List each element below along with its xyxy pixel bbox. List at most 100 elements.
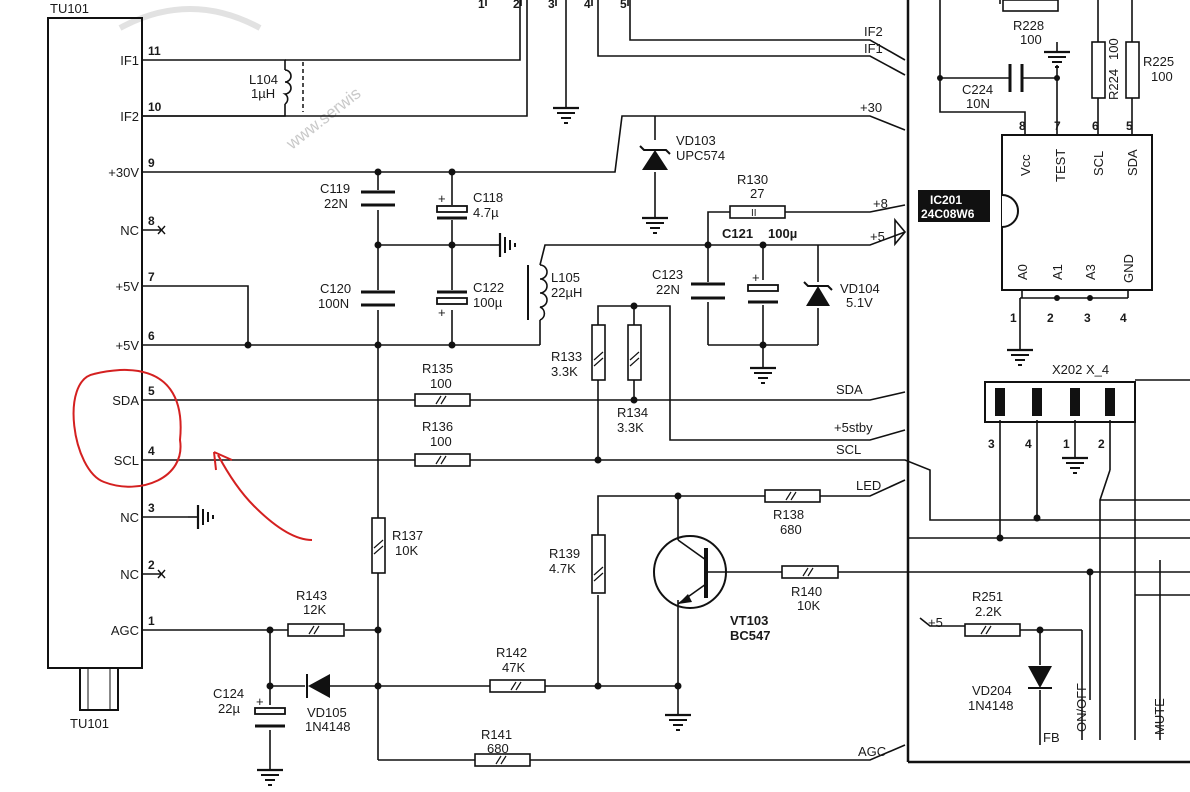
diode-vd204: VD204 1N4148 (968, 666, 1052, 713)
mainboard-outline (906, 0, 1190, 764)
capacitor-c120: C120 100N (318, 281, 395, 311)
ic201-pin-name: TEST (1053, 149, 1068, 182)
ground-c124 (255, 758, 285, 787)
tuner-pin-name: NC (120, 567, 139, 582)
x202-pin-number: 3 (988, 437, 995, 451)
vd104-ref: VD104 (840, 281, 880, 296)
capacitor-c123: C123 22N (652, 267, 725, 300)
c124-value: 22µ (218, 701, 240, 716)
diode-vd105: VD105 1N4148 (305, 674, 351, 734)
capacitor-c121: + (747, 270, 779, 304)
tuner-bottom-label: TU101 (70, 716, 109, 731)
top-connector-pin: 1 (478, 0, 485, 11)
tuner-pin-name: SDA (112, 393, 139, 408)
svg-text:+: + (438, 191, 446, 206)
r135-value: 100 (430, 376, 452, 391)
c119-value: 22N (324, 196, 348, 211)
vt103-ref: VT103 (730, 613, 768, 628)
c122-value: 100µ (473, 295, 503, 310)
c122-ref: C122 (473, 280, 504, 295)
r142-ref: R142 (496, 645, 527, 660)
tuner-pin-name: +5V (116, 279, 140, 294)
r228-value: 100 (1020, 32, 1042, 47)
tuner-pin-name: +30V (108, 165, 139, 180)
c224-ref: C224 (962, 82, 993, 97)
nc-marks (142, 225, 188, 579)
tuner-pin-name: IF2 (120, 109, 139, 124)
c120-ref: C120 (320, 281, 351, 296)
tuner-pin-name: +5V (116, 338, 140, 353)
resistor-r228 (1002, 0, 1059, 12)
ic201-pin-number: 5 (1126, 119, 1133, 133)
net-p8: +8 (873, 196, 888, 211)
svg-text:+: + (256, 694, 264, 709)
r251-ref: R251 (972, 589, 1003, 604)
tuner-pin-name: NC (120, 510, 139, 525)
watermark: www.serwis (282, 84, 364, 154)
tuner-pin-name: NC (120, 223, 139, 238)
junction-dots (244, 168, 767, 690)
r138-ref: R138 (773, 507, 804, 522)
resistor-r130: II R130 27 (729, 172, 786, 219)
r138-value: 680 (780, 522, 802, 537)
c121-value: 100µ (768, 226, 797, 241)
net-led: LED (856, 478, 881, 493)
tuner-title: TU101 (50, 1, 89, 16)
r143-ref: R143 (296, 588, 327, 603)
net-sda: SDA (836, 382, 863, 397)
wires (142, 0, 1190, 761)
top-connector-pin: 5 (620, 0, 627, 11)
ground-top-connector (551, 96, 581, 125)
svg-text:+: + (438, 305, 446, 320)
inductor-l105: L105 22µH (527, 264, 582, 321)
resistor-r133: R133 3.3K (551, 324, 606, 381)
r142-value: 47K (502, 660, 525, 675)
tuner-rf-connector (79, 667, 119, 711)
r134-value: 3.3K (617, 420, 644, 435)
r224-value: 100 (1106, 38, 1121, 60)
r139-ref: R139 (549, 546, 580, 561)
r133-value: 3.3K (551, 364, 578, 379)
tuner-pin-number: 8 (148, 214, 155, 228)
signal-mute: MUTE (1152, 698, 1167, 735)
top-connector-pin: 2 (513, 0, 520, 11)
c123-value: 22N (656, 282, 680, 297)
net-p5stby: +5stby (834, 420, 873, 435)
ground-test (1042, 40, 1072, 69)
tuner-pin-name: AGC (111, 623, 139, 638)
tuner-pin-number: 9 (148, 156, 155, 170)
ic201-pin-name: SDA (1125, 149, 1140, 176)
l104-ref: L104 (249, 72, 278, 87)
resistor-r138: R138 680 (764, 489, 821, 537)
net-scl: SCL (836, 442, 861, 457)
ic201-pin-name: A0 (1015, 264, 1030, 280)
c118-value: 4.7µ (473, 205, 499, 220)
x202-pin-number: 1 (1063, 437, 1070, 451)
r137-value: 10K (395, 543, 418, 558)
r225-ref: R225 (1143, 54, 1174, 69)
net-agc: AGC (858, 744, 886, 759)
r141-value: 680 (487, 741, 509, 756)
svg-text:+: + (752, 270, 760, 285)
vd105-ref: VD105 (307, 705, 347, 720)
capacitor-c224: C224 10N (962, 64, 1024, 111)
capacitor-c124: + C124 22µ (213, 686, 286, 728)
l105-value: 22µH (551, 285, 582, 300)
r140-ref: R140 (791, 584, 822, 599)
ic201-pin-name: GND (1121, 254, 1136, 283)
r224-ref: R224 (1106, 69, 1121, 100)
tuner-pin-name: IF1 (120, 53, 139, 68)
tuner-pin-number: 5 (148, 384, 155, 398)
resistor-r224 (1091, 41, 1106, 99)
c124-ref: C124 (213, 686, 244, 701)
zener-vd103: VD103 UPC574 (639, 133, 725, 170)
signal-onoff: ON/OFF (1074, 683, 1089, 732)
r143-value: 12K (303, 602, 326, 617)
x202-label: X202 X_4 (1052, 362, 1109, 377)
tuner-pin-number: 3 (148, 501, 155, 515)
x202-pin-body (1105, 388, 1115, 416)
transistor-vt103: VT103 BC547 (653, 535, 770, 643)
net-if1: IF1 (864, 41, 883, 56)
r136-ref: R136 (422, 419, 453, 434)
